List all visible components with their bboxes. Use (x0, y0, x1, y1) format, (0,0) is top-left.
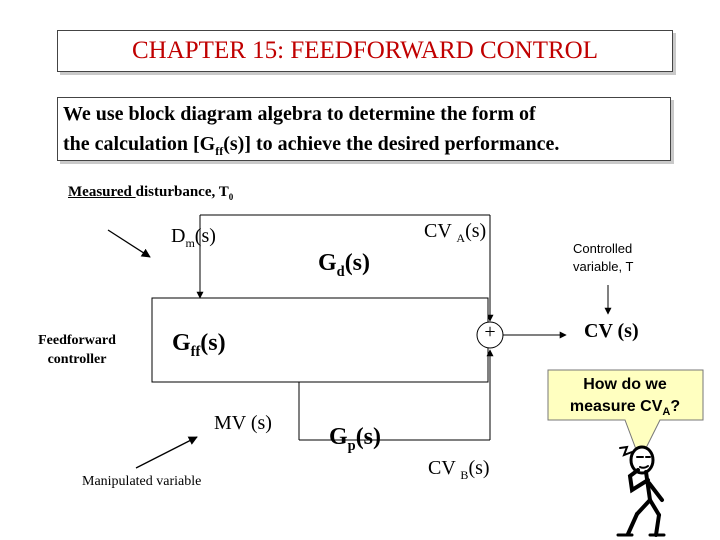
page-title: CHAPTER 15: FEEDFORWARD CONTROL (57, 30, 673, 72)
summing-sign: + (484, 321, 496, 343)
intro-text-box: We use block diagram algebra to determin… (57, 97, 671, 161)
manipulated-variable-pointer-arrow (135, 436, 198, 469)
gp-label: Gp(s) (329, 424, 382, 454)
manipulated-variable-label: Manipulated variable (82, 474, 202, 489)
measured-disturbance-label: Measured disturbance, T0 (68, 184, 234, 202)
intro-line-2: the calculation [Gff(s)] to achieve the … (63, 133, 560, 158)
cv-label: CV (s) (584, 320, 639, 342)
cva-label: CV A(s) (424, 220, 487, 245)
gd-label: Gd(s) (318, 250, 371, 280)
disturbance-pointer-arrow (107, 229, 151, 258)
gff-label: Gff(s) (172, 330, 226, 360)
cvb-label: CV B(s) (428, 457, 490, 482)
thinking-person-icon (616, 445, 666, 537)
callout-bubble (547, 369, 704, 462)
feedforward-controller-label: Feedforward controller (38, 333, 116, 367)
callout-text: How do we measure CVA? (569, 376, 681, 419)
controlled-variable-label: Controlled variable, T (573, 241, 634, 274)
intro-line-1: We use block diagram algebra to determin… (63, 103, 536, 125)
mv-label: MV (s) (214, 412, 272, 434)
dm-label: Dm(s) (171, 225, 216, 250)
